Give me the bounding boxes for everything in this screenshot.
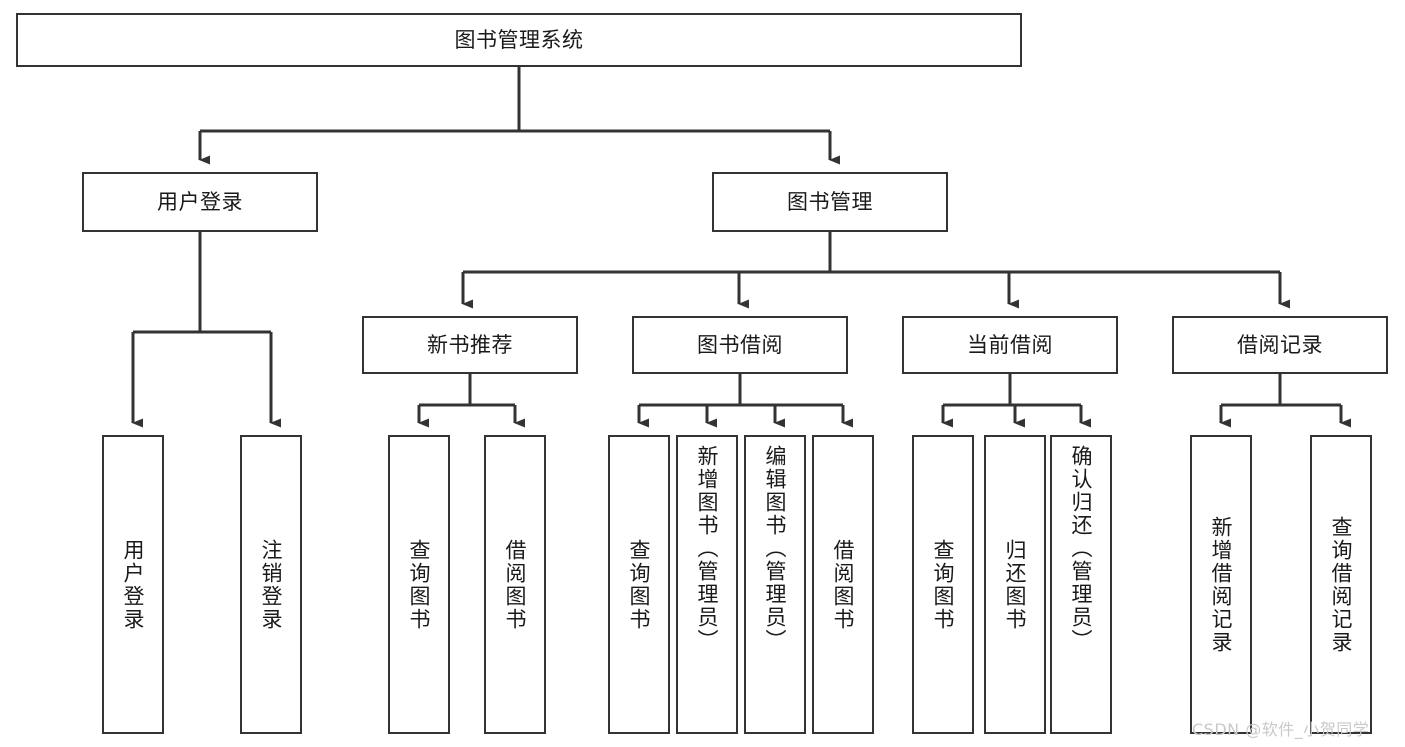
node-leaf-query-borrow-record[interactable]: 查询借阅记录 [1310,435,1372,734]
node-leaf-logout-label: 注销登录 [259,538,284,631]
node-leaf-logout[interactable]: 注销登录 [240,435,302,734]
node-borrow-record-label: 借阅记录 [1237,332,1323,357]
node-book-management-label: 图书管理 [787,189,873,214]
node-leaf-edit-book[interactable]: 编辑图书（管理员） [744,435,806,734]
node-leaf-user-login[interactable]: 用户登录 [102,435,164,734]
node-new-book-recommend[interactable]: 新书推荐 [362,316,578,374]
node-leaf-user-login-label: 用户登录 [121,538,146,631]
node-leaf-return-book[interactable]: 归还图书 [984,435,1046,734]
node-user-login-label: 用户登录 [157,189,243,214]
node-leaf-add-book-label: 新增图书（管理员） [695,445,720,652]
node-book-borrow-label: 图书借阅 [697,332,783,357]
node-leaf-confirm-return-label: 确认归还（管理员） [1069,445,1094,652]
node-leaf-query-book-current[interactable]: 查询图书 [912,435,974,734]
node-new-book-recommend-label: 新书推荐 [427,332,513,357]
node-book-management[interactable]: 图书管理 [712,172,948,232]
node-book-borrow[interactable]: 图书借阅 [632,316,848,374]
node-leaf-query-book-rec[interactable]: 查询图书 [388,435,450,734]
node-leaf-borrow-book-rec-label: 借阅图书 [503,538,528,631]
node-leaf-query-book-borrow[interactable]: 查询图书 [608,435,670,734]
node-leaf-edit-book-label: 编辑图书（管理员） [763,445,788,652]
node-leaf-query-book-borrow-label: 查询图书 [627,538,652,631]
node-user-login[interactable]: 用户登录 [82,172,318,232]
node-leaf-add-borrow-record[interactable]: 新增借阅记录 [1190,435,1252,734]
node-leaf-query-book-rec-label: 查询图书 [407,538,432,631]
node-leaf-query-book-current-label: 查询图书 [931,538,956,631]
node-leaf-add-borrow-record-label: 新增借阅记录 [1209,515,1234,654]
node-leaf-borrow-book-rec[interactable]: 借阅图书 [484,435,546,734]
csdn-watermark: CSDN @软件_小贺同学 [1192,720,1370,739]
node-current-borrow[interactable]: 当前借阅 [902,316,1118,374]
node-current-borrow-label: 当前借阅 [967,332,1053,357]
node-leaf-query-borrow-record-label: 查询借阅记录 [1329,515,1354,654]
node-leaf-confirm-return[interactable]: 确认归还（管理员） [1050,435,1112,734]
node-root[interactable]: 图书管理系统 [16,13,1022,67]
node-root-label: 图书管理系统 [454,27,584,52]
node-borrow-record[interactable]: 借阅记录 [1172,316,1388,374]
node-leaf-borrow-book-label: 借阅图书 [831,538,856,631]
node-leaf-borrow-book[interactable]: 借阅图书 [812,435,874,734]
node-leaf-return-book-label: 归还图书 [1003,538,1028,631]
node-leaf-add-book[interactable]: 新增图书（管理员） [676,435,738,734]
